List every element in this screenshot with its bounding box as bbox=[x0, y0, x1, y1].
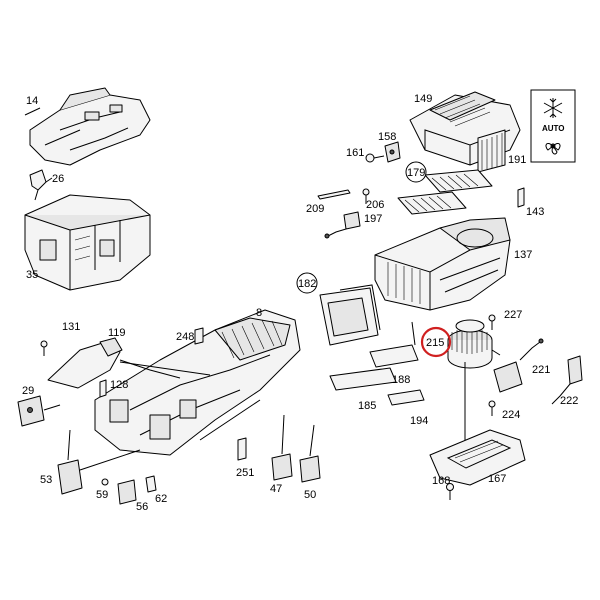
part-137-housing bbox=[374, 217, 511, 311]
part-label-206: 206 bbox=[366, 199, 384, 211]
part-label-222: 222 bbox=[560, 395, 578, 407]
part-label-53: 53 bbox=[40, 474, 52, 486]
part-label-149: 149 bbox=[414, 93, 432, 105]
part-26-bracket bbox=[29, 169, 53, 201]
part-label-167: 167 bbox=[488, 473, 506, 485]
part-221-resistor bbox=[493, 338, 544, 393]
part-label-191: 191 bbox=[508, 154, 526, 166]
part-label-251: 251 bbox=[236, 467, 254, 479]
part-label-197: 197 bbox=[364, 213, 382, 225]
part-label-161: 161 bbox=[346, 147, 364, 159]
part-215-highlight-circle bbox=[420, 326, 452, 358]
snowflake-icon bbox=[543, 98, 563, 118]
part-label-158: 158 bbox=[378, 131, 396, 143]
part-188-flap bbox=[369, 344, 419, 368]
part-224-screw bbox=[488, 400, 496, 416]
part-label-188: 188 bbox=[392, 374, 410, 386]
part-185-flap bbox=[329, 367, 397, 391]
part-50-actuator bbox=[299, 424, 321, 483]
part-206-screw bbox=[362, 188, 370, 204]
part-56-actuator bbox=[117, 479, 137, 505]
part-251-clip bbox=[237, 437, 247, 461]
part-label-185: 185 bbox=[358, 400, 376, 412]
part-179-filters bbox=[397, 169, 493, 215]
part-callout-182 bbox=[296, 272, 318, 294]
fan-icon bbox=[545, 143, 561, 155]
auto-climate-legend: AUTO bbox=[530, 89, 576, 163]
part-59-screw bbox=[101, 478, 109, 486]
part-197-sensor bbox=[324, 211, 361, 239]
part-label-50: 50 bbox=[304, 489, 316, 501]
part-label-168: 168 bbox=[432, 475, 450, 487]
part-227-screw bbox=[488, 314, 496, 330]
part-131-screw bbox=[40, 340, 48, 356]
part-182-frame bbox=[319, 284, 381, 346]
part-label-119: 119 bbox=[108, 327, 126, 339]
part-label-128: 128 bbox=[110, 379, 128, 391]
part-label-56: 56 bbox=[136, 501, 148, 513]
auto-label: AUTO bbox=[542, 124, 565, 133]
part-167-cover bbox=[429, 429, 526, 486]
part-248-clip bbox=[194, 327, 204, 345]
part-209-strip bbox=[317, 189, 351, 200]
part-14-cover bbox=[24, 87, 151, 166]
part-label-227: 227 bbox=[504, 309, 522, 321]
part-194-bracket bbox=[387, 389, 425, 406]
part-53-actuator bbox=[57, 429, 83, 495]
part-label-59: 59 bbox=[96, 489, 108, 501]
part-168-screw bbox=[446, 483, 454, 500]
part-8-hvac-assembly bbox=[94, 309, 301, 456]
part-label-143: 143 bbox=[526, 206, 544, 218]
part-label-14: 14 bbox=[26, 95, 38, 107]
part-label-194: 194 bbox=[410, 415, 428, 427]
part-161-screw bbox=[365, 153, 385, 163]
leader-lines bbox=[79, 321, 466, 471]
part-label-131: 131 bbox=[62, 321, 80, 333]
part-label-209: 209 bbox=[306, 203, 324, 215]
part-label-182: 182 bbox=[298, 278, 316, 290]
part-label-215: 215 bbox=[426, 337, 444, 349]
part-label-8: 8 bbox=[256, 307, 262, 319]
part-158-actuator bbox=[384, 141, 401, 163]
part-label-221: 221 bbox=[532, 364, 550, 376]
part-label-224: 224 bbox=[502, 409, 520, 421]
part-47-actuator bbox=[271, 414, 293, 481]
part-143-clip bbox=[517, 187, 525, 208]
part-label-137: 137 bbox=[514, 249, 532, 261]
part-label-29: 29 bbox=[22, 385, 34, 397]
part-label-62: 62 bbox=[155, 493, 167, 505]
part-128-clip bbox=[99, 379, 107, 398]
part-label-248: 248 bbox=[176, 331, 194, 343]
part-62-clip bbox=[145, 475, 157, 493]
part-215-blower-motor bbox=[447, 319, 501, 369]
part-119-duct bbox=[47, 337, 181, 389]
part-35-housing bbox=[24, 194, 151, 291]
part-label-35: 35 bbox=[26, 269, 38, 281]
part-label-26: 26 bbox=[52, 173, 64, 185]
part-222-connector bbox=[551, 355, 583, 405]
part-label-47: 47 bbox=[270, 483, 282, 495]
part-label-179: 179 bbox=[407, 167, 425, 179]
part-callout-179 bbox=[405, 161, 427, 183]
part-191-filter bbox=[477, 129, 506, 173]
part-29-actuator bbox=[17, 395, 61, 427]
